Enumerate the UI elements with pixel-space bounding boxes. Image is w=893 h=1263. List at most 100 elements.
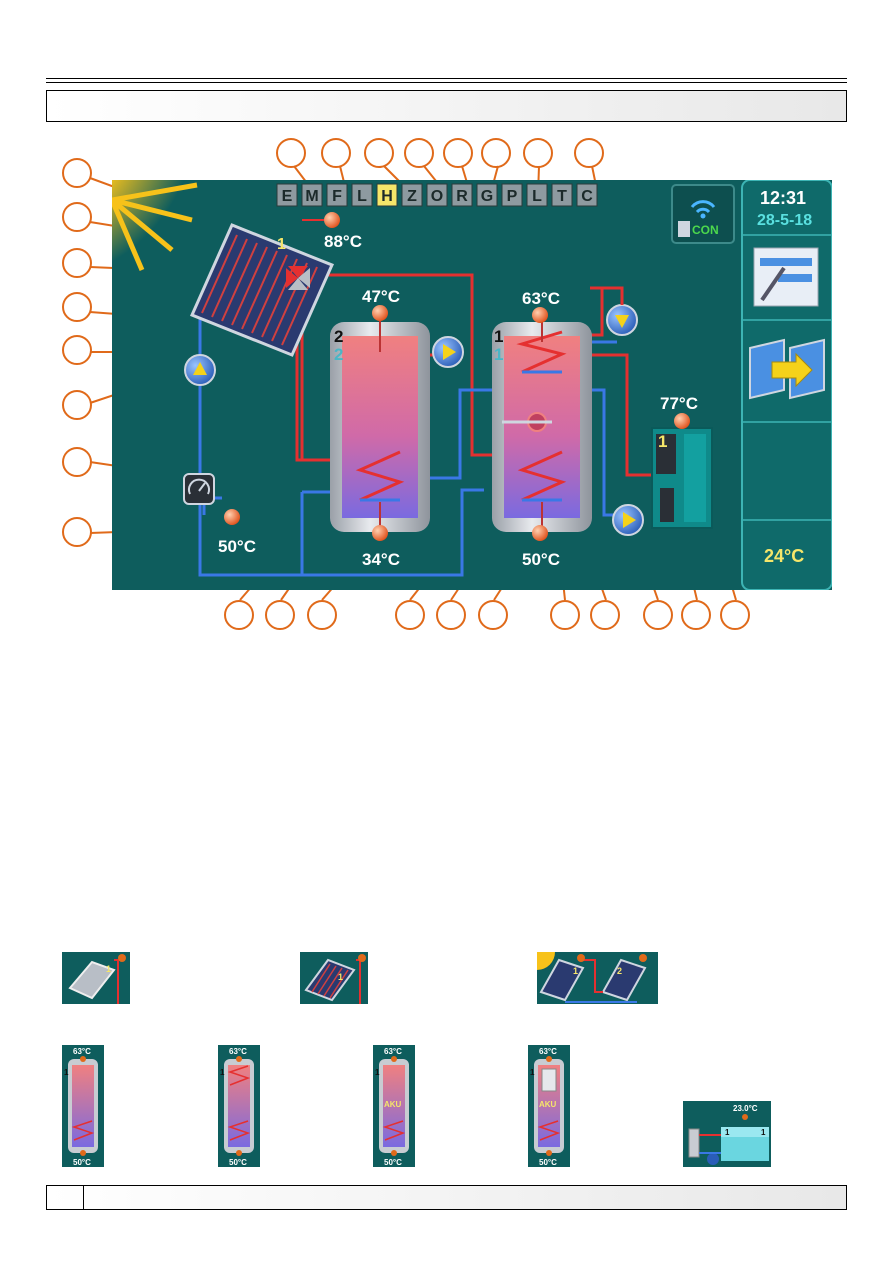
callout-bottom-10	[681, 600, 711, 630]
mode-button-e-0[interactable]: E	[276, 183, 298, 207]
callout-bottom-8	[590, 600, 620, 630]
mode-letter: F	[332, 188, 342, 205]
callout-left-1	[62, 158, 92, 188]
mode-letter: H	[381, 188, 393, 205]
switch-screen-icon	[749, 338, 825, 400]
thumb-tank-3: 63°C 50°C 1 AKU	[373, 1045, 415, 1167]
mode-button-m-1[interactable]: M	[301, 183, 323, 207]
thumb-collector-single: 1	[62, 952, 130, 1004]
return-sensor-icon	[224, 509, 240, 525]
thumb-tank-1-top: 63°C	[73, 1047, 91, 1056]
thumb-tank-4-top: 63°C	[539, 1047, 557, 1056]
callout-bottom-2	[265, 600, 295, 630]
collector-number: 1	[277, 236, 286, 253]
mode-button-p-9[interactable]: P	[501, 183, 523, 207]
mode-button-f-2[interactable]: F	[326, 183, 348, 207]
thumb-tank-3-label: 1	[375, 1068, 380, 1077]
three-way-valve-icon	[286, 266, 310, 290]
thumb-collector-b-number: 1	[338, 972, 343, 982]
connection-label: CON	[692, 223, 719, 237]
dhw-pump-icon	[606, 304, 638, 336]
header-rule-bottom	[46, 82, 847, 83]
mode-letter: O	[431, 188, 443, 205]
callout-top-6	[481, 138, 511, 168]
callout-left-2	[62, 202, 92, 232]
thumb-collector-pair: 1 2	[537, 952, 658, 1004]
mode-letter: L	[532, 188, 542, 205]
mode-button-o-6[interactable]: O	[426, 183, 448, 207]
tank-right	[492, 312, 592, 537]
transfer-pump-icon	[432, 336, 464, 368]
collector-flow-pipe	[302, 273, 496, 457]
mode-letter: C	[581, 188, 593, 205]
thumb-pool: 23.0°C 1 1	[683, 1101, 771, 1167]
mode-button-r-7[interactable]: R	[451, 183, 473, 207]
callout-bottom-5	[436, 600, 466, 630]
mode-letter: P	[507, 188, 518, 205]
footer-bar	[46, 1185, 847, 1210]
tank-right-bottom-temp: 50°C	[522, 550, 560, 569]
thumb-tank-4-bottom: 50°C	[539, 1158, 557, 1167]
footer-page-box	[46, 1185, 84, 1210]
thumb-pair-number-2: 2	[617, 966, 622, 976]
mode-button-l-10[interactable]: L	[526, 183, 548, 207]
callout-bottom-9	[643, 600, 673, 630]
thumb-tank-2: 63°C 50°C 1	[218, 1045, 260, 1167]
thumb-tank-4-label: 1	[530, 1068, 535, 1077]
room-temp: 24°C	[764, 546, 804, 566]
callout-bottom-6	[478, 600, 508, 630]
thumb-collector-tubes: 1	[300, 952, 368, 1004]
collector-sensor-icon	[324, 212, 340, 228]
right-sidebar	[741, 180, 832, 590]
tank-left-label: 2	[334, 327, 343, 346]
mode-button-g-8[interactable]: G	[476, 183, 498, 207]
thumb-tank-2-top: 63°C	[229, 1047, 247, 1056]
clock-date: 28-5-18	[757, 212, 812, 229]
mode-letter: Z	[407, 188, 417, 205]
mode-letter: E	[282, 188, 293, 205]
thumb-tank-1-bottom: 50°C	[73, 1158, 91, 1167]
header-bar	[46, 90, 847, 122]
tank-right-top-sensor-icon	[532, 307, 548, 323]
callout-bottom-1	[224, 600, 254, 630]
callout-left-6	[62, 390, 92, 420]
tank-left	[330, 312, 430, 537]
boiler-sensor-icon	[674, 413, 690, 429]
return-sensor-temp: 50°C	[218, 537, 256, 556]
callout-top-2	[321, 138, 351, 168]
thumb-tank-3-tag: AKU	[384, 1100, 402, 1109]
thumb-pool-label-b: 1	[761, 1128, 766, 1137]
flow-meter-icon	[183, 473, 215, 505]
mode-letter: L	[357, 188, 367, 205]
tank-left-bottom-sensor-icon	[372, 525, 388, 541]
thumb-pool-label-a: 1	[725, 1128, 730, 1137]
thumb-collector-a-number: 1	[106, 964, 111, 974]
header-rule-top	[46, 78, 847, 79]
tank-right-sublabel: 1	[494, 345, 503, 364]
tank-right-label: 1	[494, 327, 503, 346]
mode-letter: R	[456, 188, 468, 205]
settings-icon	[753, 247, 819, 307]
mode-button-l-3[interactable]: L	[351, 183, 373, 207]
boiler-number: 1	[658, 432, 667, 451]
mode-button-c-12[interactable]: C	[576, 183, 598, 207]
callout-bottom-7	[550, 600, 580, 630]
tank-left-sublabel: 2	[334, 345, 343, 364]
mode-letter: M	[305, 188, 318, 205]
mode-button-z-5[interactable]: Z	[401, 183, 423, 207]
thumb-tank-1: 63°C 50°C 1	[62, 1045, 104, 1167]
thumb-tank-3-top: 63°C	[384, 1047, 402, 1056]
tank-left-bottom-temp: 34°C	[362, 550, 400, 569]
clock-time: 12:31	[760, 188, 806, 208]
callout-top-3	[364, 138, 394, 168]
callout-bottom-3	[307, 600, 337, 630]
tank-right-top-temp: 63°C	[522, 289, 560, 308]
callout-left-8	[62, 517, 92, 547]
tank-left-top-sensor-icon	[372, 305, 388, 321]
thumb-pair-number-1: 1	[573, 966, 578, 976]
mode-button-t-11[interactable]: T	[551, 183, 573, 207]
mode-button-h-4[interactable]: H	[376, 183, 398, 207]
boiler-pump-icon	[612, 504, 644, 536]
thumb-tank-4-tag: AKU	[539, 1100, 557, 1109]
callout-bottom-4	[395, 600, 425, 630]
